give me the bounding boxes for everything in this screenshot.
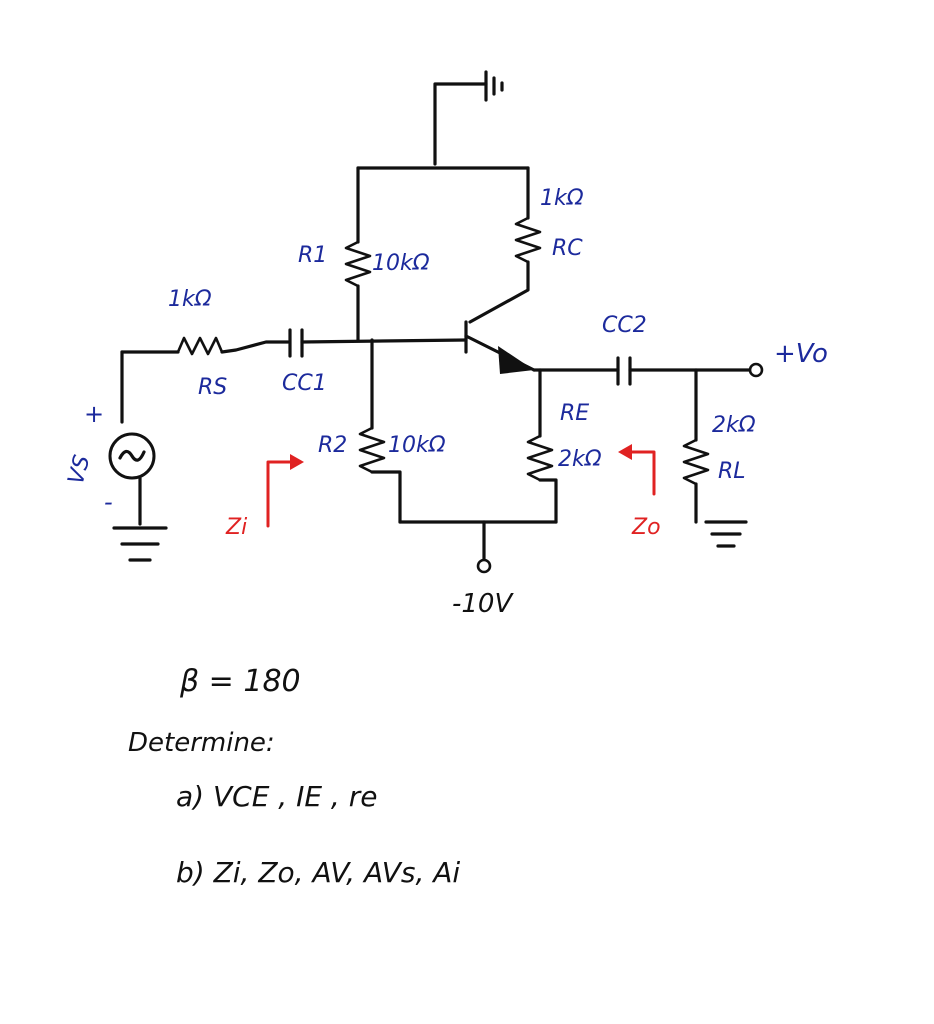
problem-heading: Determine: <box>128 728 275 758</box>
r1-value: 10kΩ <box>372 251 430 276</box>
cc2-label: CC2 <box>602 313 647 338</box>
r2-label: R2 <box>318 433 347 458</box>
problem-part-b: b) Zi, Zo, AV, AVs, Ai <box>176 856 461 889</box>
r1-resistor <box>344 166 372 342</box>
cc2-capacitor <box>538 356 752 386</box>
cc1-capacitor <box>288 328 468 358</box>
rc-resistor <box>468 166 542 324</box>
rs-value: 1kΩ <box>168 287 212 312</box>
voltage-source <box>108 350 168 562</box>
zo-arrow <box>618 444 656 496</box>
rl-value: 2kΩ <box>712 413 756 438</box>
zo-label: Zo <box>631 515 661 540</box>
problem-part-a: a) VCE , IE , re <box>176 780 378 813</box>
rc-label: RC <box>552 236 583 261</box>
source-plus-sign: + <box>84 400 104 428</box>
zi-arrow <box>266 454 304 528</box>
rs-label: RS <box>198 375 227 400</box>
source-minus-sign: - <box>104 488 113 516</box>
source-label: VS <box>64 453 96 488</box>
r2-value: 10kΩ <box>388 433 446 458</box>
emitter-arrow <box>498 346 534 374</box>
rs-resistor <box>120 336 290 356</box>
re-resistor <box>526 368 558 524</box>
supply-terminal <box>476 558 492 574</box>
rl-label: RL <box>718 459 746 484</box>
cc1-label: CC1 <box>282 371 327 396</box>
rl-resistor <box>682 368 748 548</box>
output-label: +Vo <box>774 339 828 369</box>
supply-voltage-label: -10V <box>452 589 514 619</box>
re-value: 2kΩ <box>558 447 602 472</box>
top-ground-symbol <box>433 70 504 166</box>
r1-label: R1 <box>298 243 327 268</box>
output-terminal <box>748 362 764 378</box>
zi-label: Zi <box>225 515 247 540</box>
r2-resistor <box>358 338 402 524</box>
re-label: RE <box>560 401 589 426</box>
rc-value: 1kΩ <box>540 186 584 211</box>
beta-value: β = 180 <box>180 664 301 699</box>
